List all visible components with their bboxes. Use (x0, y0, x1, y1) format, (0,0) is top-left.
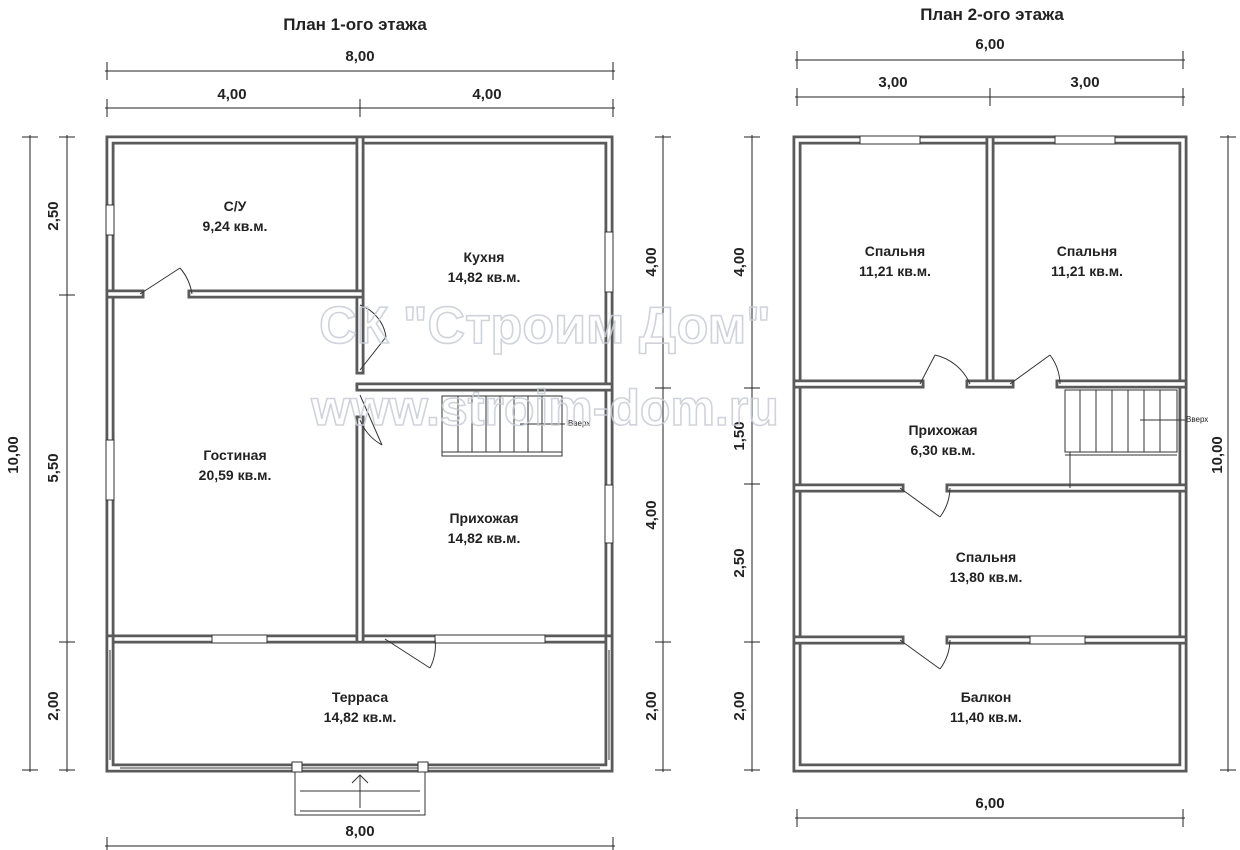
floor2-dim-left-a: 4,00 (731, 247, 748, 276)
floor1-room-hall-name: Прихожая (449, 510, 518, 526)
floor1-title: План 1-ого этажа (283, 15, 427, 34)
floor2-walls (792, 135, 1188, 773)
floor1-stairs: Вверх (441, 395, 590, 457)
floor2-room-hall-name: Прихожая (908, 422, 977, 438)
floor1-porch (291, 761, 429, 816)
floor2-room-bed1-area: 11,21 кв.м. (859, 263, 931, 279)
floor1-dim-left-a: 2,50 (45, 201, 62, 230)
floor1-room-su-area: 9,24 кв.м. (203, 218, 268, 234)
floor1-stair-label: Вверх (568, 419, 590, 428)
floor1-room-living-area: 20,59 кв.м. (199, 467, 272, 483)
floor2-windows (859, 135, 1116, 645)
floor2-dimensions: 6,00 3,00 3,00 4,00 1,50 2,50 2,00 10,00… (731, 36, 1236, 827)
floor1-room-terrace-area: 14,82 кв.м. (324, 709, 397, 725)
floor1-dim-top-total: 8,00 (345, 48, 374, 65)
floor1-room-kitchen-area: 14,82 кв.м. (448, 269, 521, 285)
floor2-dim-left-b: 1,50 (731, 421, 748, 450)
floor1-dim-left-c: 2,00 (45, 691, 62, 720)
floor1-room-hall-area: 14,82 кв.м. (448, 530, 521, 546)
floor2-room-bed1-name: Спальня (865, 243, 925, 259)
floor1-room-labels: С/У 9,24 кв.м. Кухня 14,82 кв.м. Гостина… (199, 198, 521, 725)
floor2-room-balcony-name: Балкон (961, 689, 1012, 705)
floor2-room-bed2-name: Спальня (1057, 243, 1117, 259)
floor2-dim-left-d: 2,00 (731, 691, 748, 720)
floor1-windows (105, 204, 614, 769)
floor1-room-terrace-name: Терраса (332, 689, 388, 705)
floor2-dim-top-left: 3,00 (878, 74, 907, 91)
watermark-line2: www.stroim-dom.ru (310, 380, 779, 436)
floor1-dimensions: 8,00 4,00 4,00 10,00 2,50 5,50 2,00 4,00… (5, 48, 671, 850)
floor1-room-su-name: С/У (224, 198, 247, 214)
floor1-room-kitchen-name: Кухня (464, 249, 505, 265)
floor2-room-hall-area: 6,30 кв.м. (911, 442, 976, 458)
floor1-dim-right-c: 2,00 (643, 691, 660, 720)
floor2-dim-left-c: 2,50 (731, 548, 748, 577)
floor1-doors (139, 267, 436, 669)
floor2-room-bed3-name: Спальня (956, 549, 1016, 565)
floor1-dim-left-total: 10,00 (5, 436, 22, 474)
floor1-dim-top-right: 4,00 (472, 86, 501, 103)
floor1-dim-right-a: 4,00 (643, 247, 660, 276)
floor1-dim-bottom-total: 8,00 (345, 823, 374, 840)
floor2-room-labels: Спальня 11,21 кв.м. Спальня 11,21 кв.м. … (859, 243, 1123, 725)
floor1-dim-right-b: 4,00 (643, 500, 660, 529)
floor2-dim-right-total: 10,00 (1209, 436, 1226, 474)
floor1-room-living-name: Гостиная (203, 447, 266, 463)
floor2-room-bed2-area: 11,21 кв.м. (1051, 263, 1123, 279)
floor2-stairs: Вверх (1064, 389, 1208, 488)
watermark-line1: СК "Строим Дом" (319, 297, 771, 355)
floor2-dim-top-total: 6,00 (975, 36, 1004, 53)
floor2-title: План 2-ого этажа (920, 5, 1064, 24)
floor2-doors (899, 354, 1061, 670)
floor1-dim-top-left: 4,00 (217, 86, 246, 103)
floor1-walls (105, 135, 614, 773)
floor2-room-balcony-area: 11,40 кв.м. (950, 709, 1022, 725)
floor1-dim-left-b: 5,50 (45, 453, 62, 482)
floor2-stair-label: Вверх (1186, 415, 1208, 424)
watermark: СК "Строим Дом" www.stroim-dom.ru (309, 296, 779, 437)
floor2-dim-bottom-total: 6,00 (975, 795, 1004, 812)
floor2-dim-top-right: 3,00 (1070, 74, 1099, 91)
floor2-room-bed3-area: 13,80 кв.м. (950, 569, 1023, 585)
